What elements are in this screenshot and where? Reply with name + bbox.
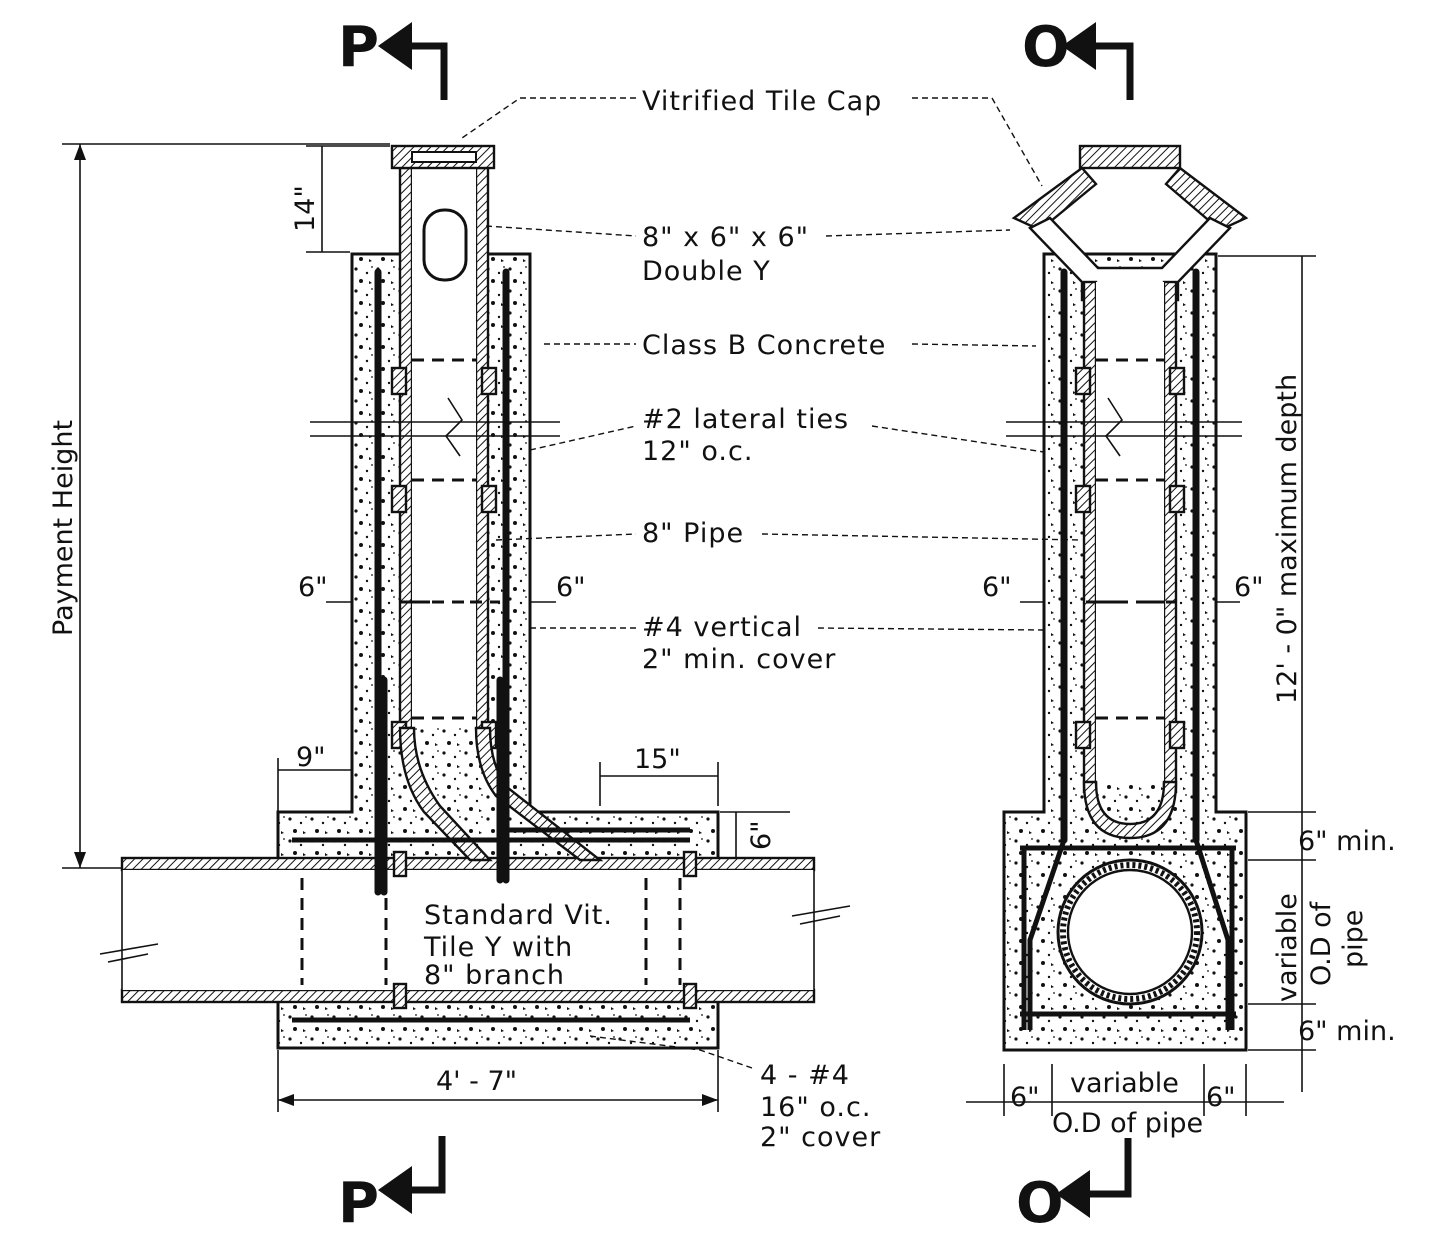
main-pipe-top-wall — [120, 856, 816, 872]
tile-cap-right — [1078, 144, 1182, 170]
dim-payment-height: Payment Height — [48, 420, 79, 636]
dim-variable-od-3: pipe — [1338, 910, 1369, 968]
label-double-y: Double Y — [642, 256, 771, 287]
section-marker-o-bottom: O — [1016, 1138, 1132, 1236]
dim-variable-od-2: O.D of — [1306, 900, 1337, 986]
dim-bottom-variable: variable — [1070, 1068, 1179, 1099]
label-concrete: Class B Concrete — [642, 330, 886, 361]
dim-r-wall-right: 6" — [1234, 572, 1264, 603]
dim-wall-left: 6" — [298, 572, 328, 603]
dim-offset-left: 9" — [296, 742, 326, 773]
label-tile-cap: Vitrified Tile Cap — [642, 86, 882, 117]
dim-bottom-right: 6" — [1206, 1082, 1236, 1113]
dim-variable-od-1: variable — [1272, 893, 1303, 1002]
dim-wall-right: 6" — [556, 572, 586, 603]
section-letter: P — [338, 1171, 379, 1236]
label-standard-y-2: Tile Y with — [423, 932, 573, 963]
section-marker-o-top: O — [1022, 15, 1134, 100]
labels: Vitrified Tile Cap 8" x 6" x 6" Double Y… — [423, 86, 886, 1153]
section-letter: O — [1022, 15, 1070, 80]
dim-width: 4' - 7" — [436, 1066, 517, 1097]
dim-cap-height: 14" — [290, 185, 321, 232]
label-standard-y-1: Standard Vit. — [424, 900, 613, 931]
dim-bottom-od: O.D of pipe — [1052, 1108, 1203, 1139]
section-letter: P — [338, 15, 379, 80]
riser-pipe-left-wall — [398, 166, 414, 730]
right-elevation — [1002, 144, 1249, 1052]
dim-min-bottom: 6" min. — [1298, 1016, 1396, 1047]
section-letter: O — [1016, 1171, 1064, 1236]
label-standard-y-3: 8" branch — [424, 960, 565, 991]
label-bars-spacing: 16" o.c. — [760, 1092, 871, 1123]
leader-lines — [461, 97, 1083, 1069]
dim-offset-right: 15" — [634, 744, 681, 775]
riser-pipe-right-wall — [474, 166, 490, 730]
dimension-lines — [62, 143, 1316, 1116]
concrete-encasement — [276, 252, 720, 1050]
section-marker-p-top: P — [338, 15, 448, 100]
dim-min-top: 6" min. — [1298, 826, 1396, 857]
label-bars: 4 - #4 — [760, 1060, 850, 1091]
dim-bottom-left: 6" — [1010, 1082, 1040, 1113]
dim-r-wall-left: 6" — [982, 572, 1012, 603]
label-ties-spacing: 12" o.c. — [642, 436, 753, 467]
label-bars-cover: 2" cover — [760, 1122, 881, 1153]
double-y-left-arm — [1011, 166, 1098, 232]
section-marker-p-bottom: P — [338, 1136, 446, 1236]
left-elevation — [99, 144, 851, 1050]
label-lateral-ties: #2 lateral ties — [642, 404, 849, 435]
dim-max-depth: 12' - 0" maximum depth — [1272, 374, 1303, 704]
dimension-labels: Payment Height 14" 6" 6" 9" 15" 6" 4' - … — [48, 185, 1396, 1139]
dim-top-slab: 6" — [746, 820, 777, 850]
label-pipe: 8" Pipe — [642, 518, 744, 549]
label-double-y-size: 8" x 6" x 6" — [642, 222, 809, 253]
label-min-cover: 2" min. cover — [642, 644, 836, 675]
main-pipe-bottom-wall — [120, 988, 816, 1004]
label-vertical: #4 vertical — [642, 612, 802, 643]
